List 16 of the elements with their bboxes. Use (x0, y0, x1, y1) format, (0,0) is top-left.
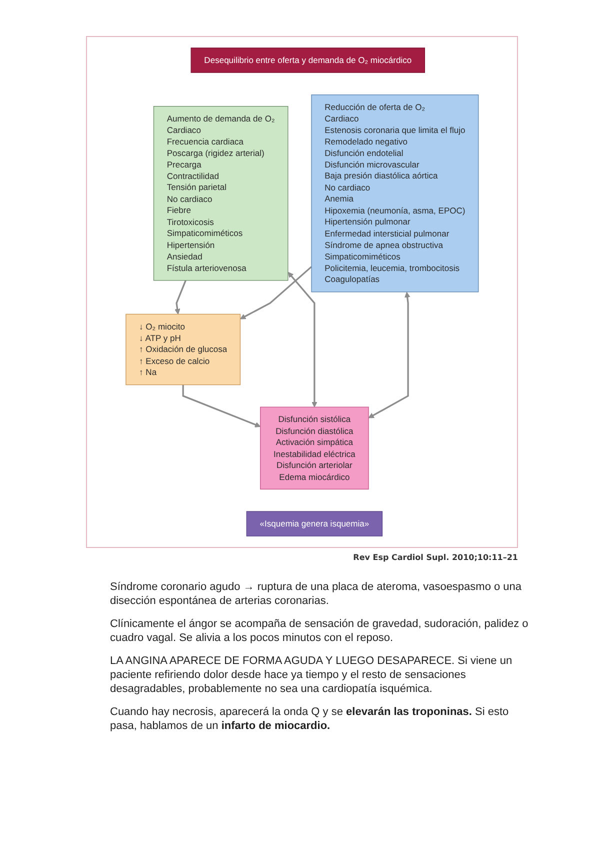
arrow (174, 280, 186, 314)
double-arrow (288, 272, 318, 408)
list-box: Reducción de oferta de O₂ Cardiaco Estenosis coronaria que limita el flujo Remodelado negativo Disfunción endotelial Disfunción microvascular Baja presión diastólica aórtica No cardiaco Anemia Hipoxemia (neumonía, asma, EPOC) Hipertensión pulmonar Enfermedad intersticial pulmonar Síndrome de apnea obstructiva Simpaticomiméticos Policitemia, leucemia, trombocitosis Coagulopatías (311, 94, 479, 292)
source-citation: Rev Esp Cardiol Supl. 2010;10:11–21 (353, 553, 518, 562)
list-box: Disfunción sistólica Disfunción diastólica Activación simpática Inestabilidad eléctrica Disfunción arteriolar Edema miocárdico (260, 406, 369, 490)
banner: «Isquemia genera isquemia» (246, 511, 382, 536)
paragraph: Clínicamente el ángor se acompaña de sensación de gravedad, sudoración, palidez o cuadro vagal. Se alivia a los pocos minutos con el reposo. (110, 617, 530, 645)
arrow (182, 384, 260, 428)
paragraph: Síndrome coronario agudo → ruptura de una placa de ateroma, vasoespasmo o una disección espontánea de arterias coronarias. (110, 580, 523, 608)
list-box: ↓ O₂ miocito ↓ ATP y pH ↑ Oxidación de glucosa ↑ Exceso de calcio ↑ Na (125, 314, 240, 386)
paragraph: Cuando hay necrosis, aparecerá la onda Q y se elevarán las troponinas. Si esto pasa, hablamos de un infarto de miocardio. (110, 705, 510, 733)
double-arrow (368, 292, 410, 418)
paragraph: LA ANGINA APARECE DE FORMA AGUDA Y LUEGO DESAPARECE. Si viene un paciente refiriendo dolor desde hace ya tiempo y el resto de sensaciones desagradables, probablemente no sea una cardiopatía isquémica. (110, 654, 514, 696)
title-banner: Desequilibrio entre oferta y demanda de O₂ miocárdico (190, 48, 425, 73)
list-box: Aumento de demanda de O₂ Cardiaco Frecuencia cardiaca Poscarga (rigidez arterial) Precarga Contractilidad Tensión parietal No cardiaco Fiebre Tirotoxicosis Simpaticomiméticos Hipertensión Ansiedad Fístula arteriovenosa (153, 106, 288, 281)
arrow (240, 266, 312, 320)
